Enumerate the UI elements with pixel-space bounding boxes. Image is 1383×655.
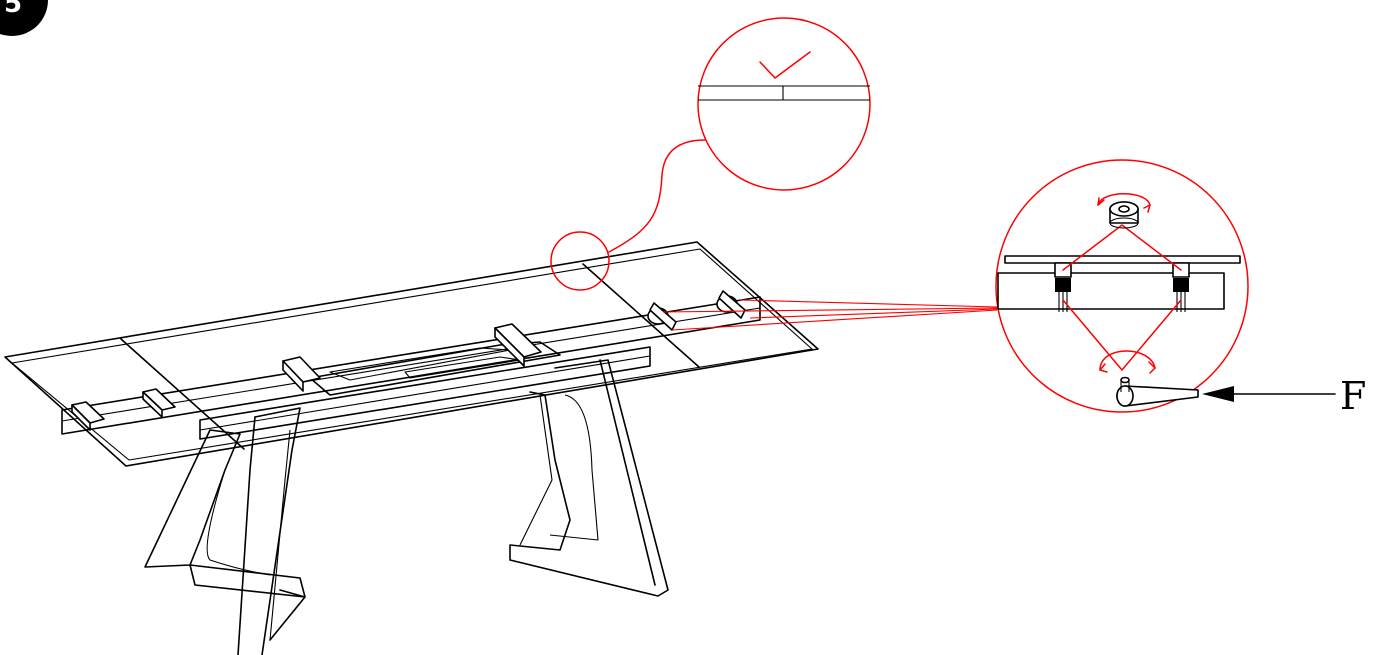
frame-rails (61, 296, 761, 440)
force-arrow-icon (1202, 386, 1336, 402)
step-badge: 5 (0, 0, 48, 36)
slider-mechanism (282, 323, 561, 396)
adjustment-detail (995, 159, 1249, 413)
check-mark-icon (759, 51, 811, 79)
right-leg (509, 359, 669, 597)
nut-top (1109, 201, 1139, 229)
alignment-callout (550, 17, 871, 291)
support-brackets (71, 388, 176, 431)
rotate-arrows-icon (1097, 193, 1156, 374)
detail-leader-lines (662, 299, 998, 331)
left-leg (144, 407, 306, 655)
crank-handle-icon (1116, 376, 1199, 407)
step-number: 5 (4, 0, 22, 19)
force-label: F (1340, 374, 1366, 418)
